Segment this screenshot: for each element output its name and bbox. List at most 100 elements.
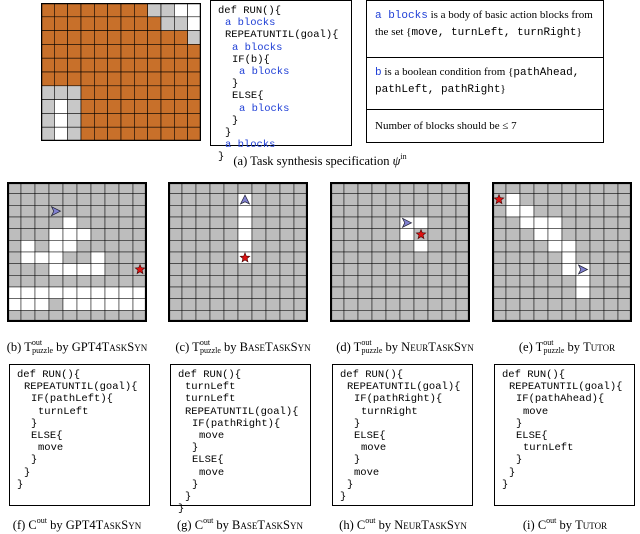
code-line: } — [502, 454, 634, 466]
spec-code-token: Else — [232, 90, 258, 103]
puzzle-cell — [519, 251, 535, 264]
puzzle-cell — [104, 205, 120, 218]
code-line: Else{ — [502, 430, 634, 442]
code-token: } — [17, 478, 24, 491]
puzzle-caption-b: (b) Toutpuzzle by GPT4TaskSyn — [2, 338, 152, 355]
puzzle-cell — [279, 216, 295, 229]
spec-code-token: { — [257, 90, 264, 103]
spec-code-line: a blocks — [218, 17, 351, 29]
puzzle-cell — [265, 193, 281, 206]
puzzle-cell — [343, 251, 359, 264]
puzzle-grid-c — [168, 182, 308, 322]
puzzle-cell — [168, 251, 183, 264]
spec-grid-cell — [174, 57, 188, 73]
puzzle-cell — [533, 251, 549, 264]
puzzle-cell — [251, 263, 267, 276]
puzzle-cell — [195, 251, 211, 264]
puzzle-cell — [251, 286, 267, 299]
code-token: (goal){ — [416, 381, 461, 394]
puzzle-cell — [455, 216, 470, 229]
spec-row-condition: b is a boolean condition from {pathAhead… — [367, 58, 603, 110]
puzzle-caption-part: by — [564, 340, 584, 354]
puzzle-cell — [251, 275, 267, 288]
puzzle-cell — [168, 263, 183, 276]
puzzle-cell — [427, 205, 443, 218]
spec-grid-cell — [160, 71, 175, 87]
puzzle-cell — [547, 193, 563, 206]
spec-grid-cell — [94, 3, 108, 18]
puzzle-cell — [343, 216, 359, 229]
puzzle-cell — [441, 205, 457, 218]
code-token: } — [502, 478, 509, 491]
puzzle-cell — [441, 193, 457, 206]
spec-code-line: } — [218, 127, 351, 139]
code-keyword: Else — [31, 430, 57, 443]
puzzle-cell — [455, 263, 470, 276]
puzzle-cell — [76, 193, 92, 206]
puzzle-cell — [118, 251, 134, 264]
puzzle-cell — [561, 228, 577, 241]
puzzle-cell — [279, 228, 295, 241]
code-token: turnLeft — [185, 381, 236, 394]
spec-grid-cell — [134, 30, 148, 45]
puzzle-cell — [589, 193, 605, 206]
puzzle-cell — [195, 286, 211, 299]
puzzle-cell — [104, 275, 120, 288]
puzzle-cell — [330, 286, 345, 299]
code-caption-part: GPT4TaskSyn — [65, 518, 142, 532]
code-line: If(pathLeft){ — [17, 393, 149, 405]
code-line: turnLeft — [178, 393, 310, 405]
puzzle-cell — [118, 193, 134, 206]
puzzle-cell — [589, 240, 605, 253]
code-token: (){ — [546, 369, 566, 381]
spec-grid-cell — [160, 30, 175, 45]
puzzle-cell — [48, 286, 64, 299]
spec-grid-cell — [54, 3, 68, 18]
spec-code-line: If(b){ — [218, 54, 351, 66]
puzzle-cell — [251, 228, 267, 241]
puzzle-cell — [603, 205, 619, 218]
code-box-i: def Run(){RepeatUntil(goal){If(pathAhead… — [494, 364, 635, 506]
spec-blocks-text: is a body of basic action blocks from th… — [375, 9, 593, 38]
spec-code-token: } — [232, 78, 239, 91]
puzzle-cell — [575, 275, 591, 288]
puzzle-cell — [533, 240, 549, 253]
puzzle-cell — [330, 298, 345, 311]
puzzle-border — [168, 182, 308, 322]
spec-code-line: a blocks — [218, 139, 351, 151]
puzzle-cell — [237, 240, 253, 253]
puzzle-cell — [20, 228, 36, 241]
puzzle-cell — [181, 228, 197, 241]
puzzle-cell — [371, 228, 387, 241]
spec-grid-cell — [94, 113, 108, 128]
puzzle-cell — [575, 205, 591, 218]
code-box-h: def Run(){RepeatUntil(goal){If(pathRight… — [332, 364, 473, 506]
code-keyword: If — [516, 393, 529, 406]
code-token: move — [199, 466, 225, 479]
spec-grid-cell — [107, 44, 122, 59]
spec-grid-cell — [80, 3, 95, 18]
puzzle-cell — [519, 286, 535, 299]
puzzle-cell — [413, 251, 429, 264]
spec-code-line: } — [218, 78, 351, 90]
puzzle-cell — [575, 251, 591, 264]
puzzle-cell — [343, 193, 359, 206]
code-token: { — [541, 430, 548, 443]
puzzle-cell — [371, 275, 387, 288]
puzzle-cell — [168, 286, 183, 299]
puzzle-cell — [492, 275, 507, 288]
spec-grid-cell — [80, 113, 95, 128]
code-caption-i: (i) Cout by Tutor — [490, 516, 640, 533]
spec-grid-cell — [174, 126, 188, 141]
spec-cond-end: } — [500, 83, 506, 95]
puzzle-cell — [265, 240, 281, 253]
code-line: } — [178, 491, 310, 503]
spec-grid-cell — [120, 99, 135, 114]
spec-conds: pathAhead, pathLeft, pathRight — [375, 67, 580, 96]
puzzle-cell — [547, 251, 563, 264]
puzzle-cell — [357, 286, 373, 299]
code-token: } — [24, 466, 31, 479]
spec-grid-cell — [120, 57, 135, 73]
spec-grid-cell — [41, 3, 55, 18]
code-line: move — [17, 442, 149, 454]
